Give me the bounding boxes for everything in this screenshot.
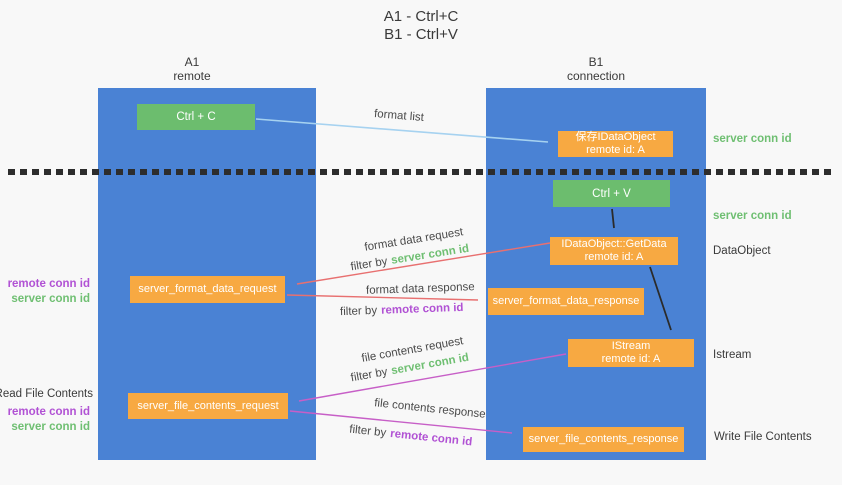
filter-by-prefix: filter by xyxy=(349,255,389,274)
node-server-file-contents-response-label: server_file_contents_response xyxy=(528,433,679,445)
node-idataobject-getdata: IDataObject::GetData remote id: A xyxy=(550,237,678,265)
lifeline-b1-role: connection xyxy=(566,69,626,83)
side-label-istream: Istream xyxy=(713,349,752,361)
lifeline-a1-name: A1 xyxy=(184,55,200,69)
side-label-server-conn-id-mid-right: server conn id xyxy=(713,210,792,222)
side-label-read-file-contents: Read File Contents xyxy=(0,388,93,400)
node-istream-line2: remote id: A xyxy=(601,353,661,365)
node-istream: IStream remote id: A xyxy=(568,339,694,367)
node-save-idataobject-line1: 保存IDataObject xyxy=(575,131,656,143)
node-server-format-data-response-label: server_format_data_response xyxy=(492,295,640,307)
node-server-format-data-request: server_format_data_request xyxy=(130,276,285,303)
filter-by-prefix: filter by xyxy=(348,423,387,440)
node-server-file-contents-response: server_file_contents_response xyxy=(523,427,684,452)
title-line-b1: B1 - Ctrl+V xyxy=(384,26,458,43)
lifeline-b1-name: B1 xyxy=(588,55,604,69)
node-save-idataobject-line2: remote id: A xyxy=(586,144,645,156)
side-label-remote-conn-id-left-bottom: remote conn id xyxy=(7,406,90,418)
remote-conn-id-text: remote conn id xyxy=(380,301,464,317)
side-label-write-file-contents: Write File Contents xyxy=(714,431,812,443)
node-save-idataobject: 保存IDataObject remote id: A xyxy=(558,131,673,157)
edge-label-file-contents-response: file contents response xyxy=(373,397,487,421)
lifeline-b1-header: B1 connection xyxy=(486,55,706,83)
node-ctrl-c-label: Ctrl + C xyxy=(176,111,216,123)
node-ctrl-v-label: Ctrl + V xyxy=(592,187,631,200)
side-label-server-conn-id-left-bottom: server conn id xyxy=(11,421,90,433)
node-istream-line1: IStream xyxy=(611,340,651,352)
node-server-format-data-request-label: server_format_data_request xyxy=(138,283,277,295)
remote-conn-id-text: remote conn id xyxy=(389,427,473,449)
node-idataobject-getdata-line2: remote id: A xyxy=(584,251,644,263)
node-ctrl-v: Ctrl + V xyxy=(553,180,670,207)
title-line-a1: A1 - Ctrl+C xyxy=(383,8,459,25)
node-server-format-data-response: server_format_data_response xyxy=(488,288,644,315)
filter-by-prefix: filter by xyxy=(349,366,389,385)
lifeline-a1-role: remote xyxy=(173,69,211,83)
side-label-server-conn-id-top-right: server conn id xyxy=(713,133,792,145)
node-server-file-contents-request-label: server_file_contents_request xyxy=(137,399,279,412)
filter-by-prefix: filter by xyxy=(339,304,378,319)
side-label-dataobject: DataObject xyxy=(713,245,771,257)
dotted-separator-line xyxy=(8,169,835,175)
node-idataobject-getdata-line1: IDataObject::GetData xyxy=(561,238,667,250)
side-label-server-conn-id-left: server conn id xyxy=(11,293,90,305)
node-ctrl-c: Ctrl + C xyxy=(137,104,255,130)
lifeline-a1-header: A1 remote xyxy=(83,55,301,83)
side-label-remote-conn-id-left: remote conn id xyxy=(7,278,90,290)
diagram-title: A1 - Ctrl+C B1 - Ctrl+V xyxy=(0,8,842,44)
edge-label-format-list: format list xyxy=(373,108,425,124)
node-server-file-contents-request: server_file_contents_request xyxy=(128,393,288,419)
edge-label-format-data-response: format data response xyxy=(365,281,475,297)
